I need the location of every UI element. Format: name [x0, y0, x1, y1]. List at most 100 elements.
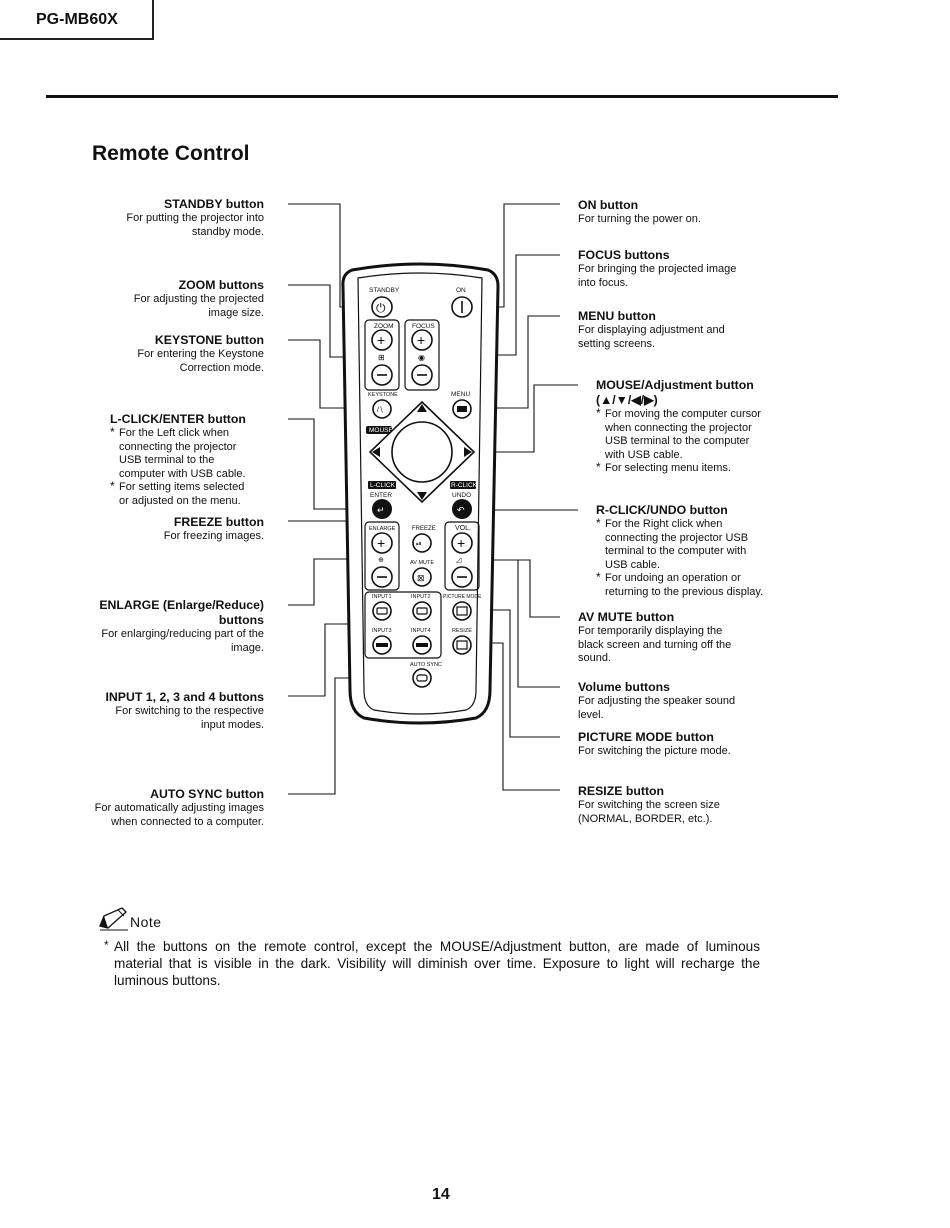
callout-title: INPUT 1, 2, 3 and 4 buttons	[105, 690, 264, 704]
freeze-label: FREEZE	[412, 526, 436, 532]
callout-desc: black screen and turning off the	[578, 638, 732, 651]
auto-sync-button[interactable]	[412, 668, 432, 688]
callout-desc: For bringing the projected image	[578, 263, 737, 275]
rclick-undo-callout: R-CLICK/UNDO button * For the Right clic…	[596, 503, 786, 600]
autosync-callout: AUTO SYNC button For automatically adjus…	[64, 787, 264, 829]
down-arrow-icon	[417, 492, 427, 500]
callout-desc: level.	[578, 708, 604, 721]
keystone-icon: /∖	[377, 407, 383, 414]
callout-title: R-CLICK/UNDO button	[596, 503, 728, 517]
input1-button[interactable]	[372, 601, 392, 621]
callout-desc: image size.	[208, 306, 264, 319]
lclick-label: L-CLICK	[370, 482, 396, 489]
freeze-button[interactable]	[412, 533, 432, 553]
callout-desc: For switching the screen size	[578, 799, 720, 811]
pencil-icon	[99, 907, 128, 931]
picture-mode-label: PICTURE MODE	[443, 594, 482, 600]
volume-icon: ◿	[456, 557, 462, 564]
input2-button[interactable]	[412, 601, 432, 621]
callout-title: STANDBY button	[164, 197, 264, 211]
zoom-plus-button[interactable]	[371, 329, 393, 351]
avmute-label: AV MUTE	[410, 560, 434, 566]
undo-icon: ↶	[457, 505, 465, 515]
undo-label: UNDO	[452, 492, 471, 499]
resize-callout: RESIZE button For switching the screen s…	[578, 784, 778, 826]
callout-title: MOUSE/Adjustment button	[596, 378, 754, 392]
up-arrow-icon	[417, 404, 427, 412]
callout-title: (▲/▼/◀/▶)	[596, 393, 658, 407]
mouse-label: MOUSE	[369, 427, 394, 434]
callout-title: PICTURE MODE button	[578, 730, 714, 744]
autosync-label: AUTO SYNC	[410, 662, 442, 668]
callout-title: FOCUS buttons	[578, 248, 670, 262]
standby-label: STANDBY	[369, 287, 400, 294]
left-arrow-icon	[372, 447, 380, 457]
resize-label: RESIZE	[452, 628, 472, 634]
on-callout: ON button For turning the power on.	[578, 198, 778, 227]
note-title: Note	[130, 914, 162, 930]
model-number: PG-MB60X	[36, 11, 118, 28]
callout-title: MENU button	[578, 309, 656, 323]
plus-icon: +	[457, 535, 465, 551]
model-tab: PG-MB60X	[0, 0, 154, 40]
magnifier-icon: ⊕	[378, 557, 384, 564]
callout-desc: (NORMAL, BORDER, etc.).	[578, 812, 713, 825]
resize-button[interactable]	[452, 635, 472, 655]
callout-title: ON button	[578, 198, 639, 212]
volume-callout: Volume buttons For adjusting the speaker…	[578, 680, 778, 722]
input3-label: INPUT3	[372, 628, 392, 634]
callout-title: ENLARGE (Enlarge/Reduce)	[99, 598, 264, 612]
volume-up-button[interactable]	[451, 532, 473, 554]
focus-callout: FOCUS buttons For bringing the projected…	[578, 248, 778, 290]
keystone-callout: KEYSTONE button For entering the Keyston…	[64, 333, 264, 375]
standby-button[interactable]	[371, 296, 393, 318]
callout-desc: For switching the picture mode.	[578, 745, 731, 757]
right-arrow-icon	[464, 447, 472, 457]
av-mute-button[interactable]	[412, 567, 432, 587]
zoom-label: ZOOM	[374, 323, 394, 330]
callout-desc: For freezing images.	[163, 530, 264, 542]
input4-label: INPUT4	[411, 628, 431, 634]
enlarge-label: ENLARGE	[369, 526, 396, 532]
keystone-button[interactable]	[372, 399, 392, 419]
input-callout: INPUT 1, 2, 3 and 4 buttons For switchin…	[64, 690, 264, 732]
zoom-callout: ZOOM buttons For adjusting the projected…	[64, 278, 264, 320]
callout-title: ZOOM buttons	[178, 278, 264, 292]
enlarge-plus-button[interactable]	[371, 532, 393, 554]
callout-desc: sound.	[578, 652, 612, 665]
focus-plus-button[interactable]	[411, 329, 433, 351]
mouse-adjustment-callout: MOUSE/Adjustment button (▲/▼/◀/▶) * For …	[596, 378, 786, 476]
note-asterisk: *	[104, 938, 109, 952]
plus-icon: +	[417, 332, 425, 348]
input2-label: INPUT2	[411, 594, 431, 600]
callout-title: L-CLICK/ENTER button	[110, 412, 246, 426]
keystone-label: KEYSTONE	[368, 392, 398, 398]
mouse-center-button[interactable]	[391, 421, 453, 483]
callout-desc: For adjusting the projected	[133, 293, 264, 305]
note-text: All the buttons on the remote control, e…	[114, 939, 760, 988]
callout-desc: For putting the projector into	[126, 212, 264, 224]
menu-label: MENU	[451, 391, 470, 398]
rclick-undo-button[interactable]	[452, 499, 472, 519]
callout-title: FREEZE button	[173, 515, 264, 529]
callout-title: AUTO SYNC button	[150, 787, 264, 801]
menu-callout: MENU button For displaying adjustment an…	[578, 309, 778, 351]
standby-callout: STANDBY button For putting the projector…	[64, 197, 264, 239]
callout-desc: For automatically adjusting images	[94, 802, 264, 814]
picture-mode-callout: PICTURE MODE button For switching the pi…	[578, 730, 778, 759]
callout-desc: when connected to a computer.	[111, 815, 264, 828]
lclick-enter-button[interactable]	[372, 499, 392, 519]
callout-desc: For switching to the respective	[115, 705, 264, 717]
enter-icon: ↵	[377, 505, 385, 515]
zoom-icon: ⊞	[378, 353, 385, 362]
callout-desc: into focus.	[578, 276, 629, 289]
picture-mode-button[interactable]	[452, 601, 472, 621]
enter-label: ENTER	[370, 492, 392, 499]
callout-desc: For enlarging/reducing part of the	[101, 628, 264, 640]
input1-label: INPUT1	[372, 594, 392, 600]
mute-icon: ⊠	[417, 573, 425, 583]
on-label: ON	[456, 287, 466, 294]
callout-desc: For displaying adjustment and	[578, 324, 725, 336]
callout-desc: For temporarily displaying the	[578, 625, 723, 637]
callout-title: RESIZE button	[578, 784, 665, 798]
